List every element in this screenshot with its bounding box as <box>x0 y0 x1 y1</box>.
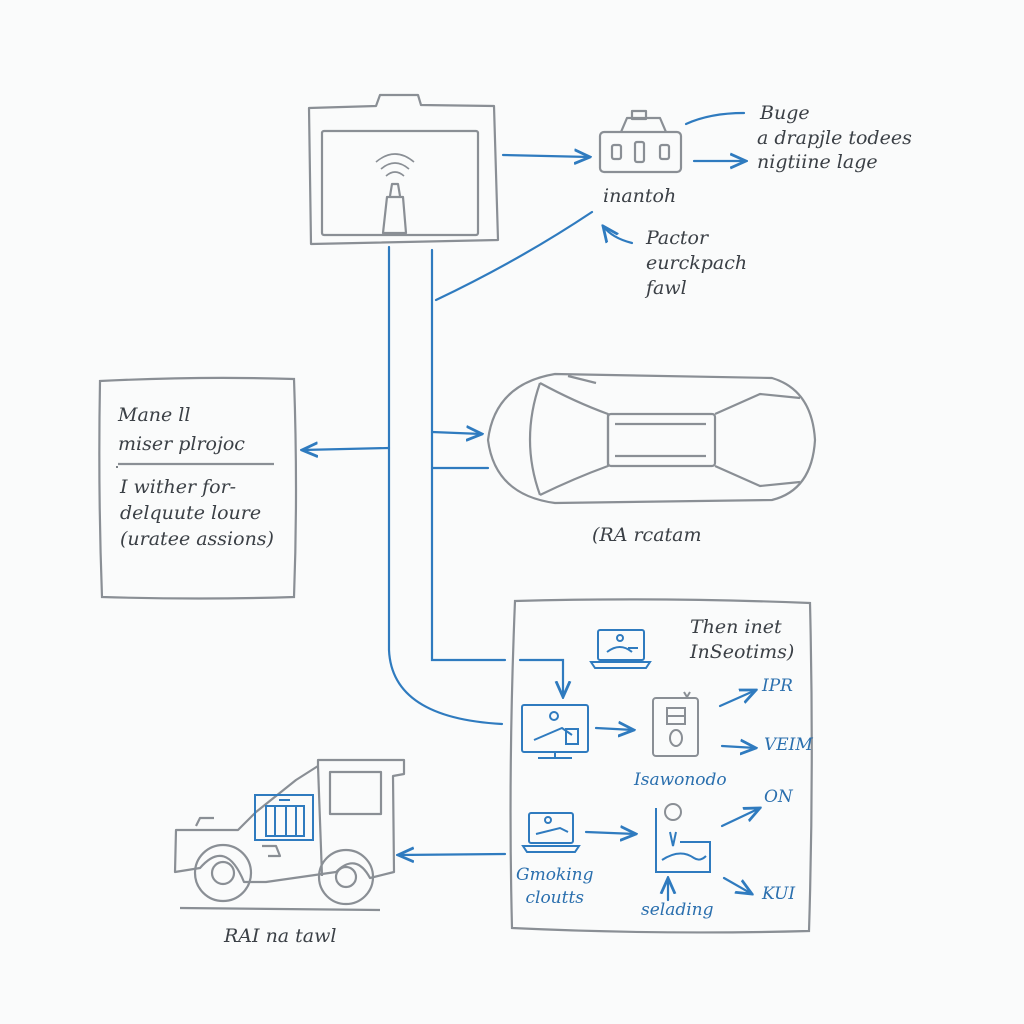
trunk-right <box>430 248 507 662</box>
arrow-phone-veim <box>720 746 756 748</box>
feedback-note-line-2: eurckpach <box>646 252 748 274</box>
monitor-screen-icon <box>521 704 589 759</box>
arrow-phone-ipr <box>718 690 756 708</box>
left-box-header-line-1: Mane ll <box>118 404 191 426</box>
phone-icon <box>652 691 699 757</box>
line-trunk-adapter <box>434 210 594 302</box>
left-box-body-line-2: delquute loure <box>120 502 262 524</box>
arrow-feedback <box>603 226 634 245</box>
arrow-laptop-graph <box>584 832 636 834</box>
line-adapter-note-1 <box>684 111 746 126</box>
truck-icon <box>173 758 406 912</box>
arrow-trunk-car <box>430 432 482 434</box>
truck-dashboard-screen-icon <box>254 794 314 841</box>
arrow-graph-kui <box>722 876 752 894</box>
panel-mid-label: Isawonodo <box>634 770 727 790</box>
panel-title-line-1: Then inet <box>690 616 782 638</box>
graph-screen-icon <box>655 803 711 873</box>
arrow-monitor-adapter <box>501 155 590 157</box>
arrow-monitor-phone <box>594 728 634 730</box>
connector-lines <box>302 111 760 902</box>
left-box-body-line-1: I wither for- <box>120 476 237 498</box>
right-panel-frame <box>509 598 813 934</box>
top-right-note: Buge <box>760 101 810 126</box>
left-box-body-line-3: (uratee assions) <box>120 528 274 550</box>
top-right-note-3: nigtiine lage <box>757 150 878 175</box>
top-right-note-line-1: Buge <box>760 102 810 124</box>
output-on: ON <box>764 787 793 807</box>
adapter-label: inantoh <box>603 185 677 207</box>
arrow-into-panel <box>518 658 563 697</box>
truck-label: RAI na tawl <box>224 925 337 947</box>
monitor-device-icon <box>307 93 500 246</box>
panel-bottom-left-line-2: cloutts <box>525 888 585 908</box>
output-kui: KUI <box>762 884 796 904</box>
feedback-note-line-1: Pactor <box>646 227 709 249</box>
laptop-icon <box>589 629 652 669</box>
panel-bottom-left-label: Gmoking cloutts <box>516 864 594 910</box>
top-right-note-2: a drapjle todees <box>757 126 912 151</box>
output-veim: VEIM <box>764 735 813 755</box>
top-right-note-line-2: a drapjle todees <box>757 127 912 149</box>
car-top-view-icon <box>486 372 817 505</box>
trunk-left <box>387 245 504 726</box>
obd-adapter-icon <box>598 109 683 174</box>
panel-title: Then inet InSeotims) <box>690 615 794 665</box>
car-label: (RA rcatam <box>592 524 702 546</box>
panel-title-line-2: InSeotims) <box>690 641 795 663</box>
panel-bottom-mid-label: selading <box>641 900 714 920</box>
left-note-box <box>98 376 298 600</box>
left-box-body: I wither for- delquute loure (uratee ass… <box>120 474 274 552</box>
output-ipr: IPR <box>762 676 793 696</box>
left-box-header: Mane ll miser plrojoc <box>118 401 245 459</box>
arrow-trunk-leftbox <box>302 448 391 450</box>
arrow-panel-truck <box>398 854 507 855</box>
top-right-note-line-3: nigtiine lage <box>757 151 878 173</box>
feedback-note: Pactor eurckpach fawl <box>646 226 747 301</box>
small-laptop-icon <box>521 812 581 853</box>
panel-bottom-left-line-1: Gmoking <box>516 865 594 885</box>
left-box-header-line-2: miser plrojoc <box>118 433 245 455</box>
feedback-note-line-3: fawl <box>646 277 687 299</box>
arrow-graph-on <box>720 808 760 828</box>
